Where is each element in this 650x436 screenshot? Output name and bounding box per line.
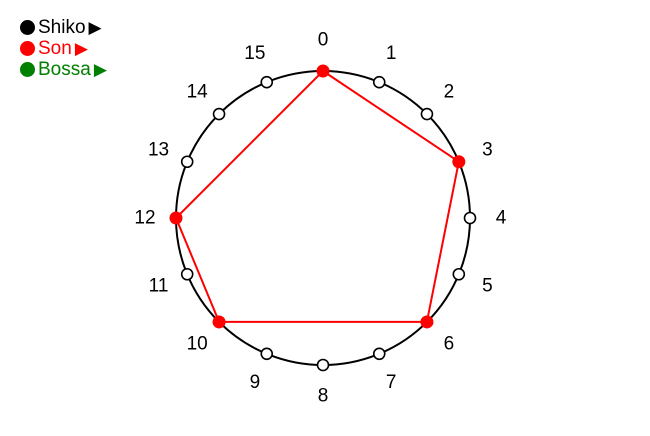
legend-label-shiko: Shiko — [38, 17, 86, 38]
son-rhythm-polygon — [174, 69, 460, 323]
step-marker-13[interactable] — [180, 155, 194, 169]
bossa-dot-icon — [20, 62, 35, 77]
step-label-10: 10 — [187, 333, 208, 354]
step-marker-9[interactable] — [260, 347, 274, 361]
onset-marker-3[interactable] — [452, 155, 466, 169]
shiko-play-icon[interactable]: ▶ — [88, 18, 102, 37]
rhythm-legend: Shiko ▶ Son ▶ Bossa ▶ — [20, 17, 107, 80]
son-dot-icon — [20, 41, 35, 56]
step-label-11: 11 — [149, 276, 169, 297]
step-label-6: 6 — [444, 333, 455, 354]
step-label-8: 8 — [318, 386, 329, 407]
legend-item-shiko[interactable]: Shiko ▶ — [20, 17, 107, 38]
step-label-0: 0 — [318, 30, 329, 51]
step-label-9: 9 — [250, 372, 261, 393]
shiko-dot-icon — [20, 20, 35, 35]
step-label-15: 15 — [244, 43, 265, 64]
legend-label-son: Son — [38, 38, 72, 59]
onset-marker-6[interactable] — [420, 315, 434, 329]
onset-marker-10[interactable] — [212, 315, 226, 329]
legend-item-son[interactable]: Son ▶ — [20, 38, 107, 59]
bossa-play-icon[interactable]: ▶ — [93, 60, 107, 79]
step-marker-1[interactable] — [372, 75, 386, 89]
step-marker-8[interactable] — [316, 358, 330, 372]
step-label-4: 4 — [496, 208, 507, 229]
step-marker-5[interactable] — [452, 267, 466, 281]
step-label-12: 12 — [134, 208, 155, 229]
step-marker-15[interactable] — [260, 75, 274, 89]
step-marker-2[interactable] — [420, 107, 434, 121]
onset-marker-0[interactable] — [316, 64, 330, 78]
step-marker-11[interactable] — [180, 267, 194, 281]
step-marker-14[interactable] — [212, 107, 226, 121]
step-label-5: 5 — [482, 276, 493, 297]
legend-item-bossa[interactable]: Bossa ▶ — [20, 59, 107, 80]
step-label-13: 13 — [148, 139, 169, 160]
step-label-3: 3 — [482, 139, 493, 160]
step-label-7: 7 — [386, 372, 397, 393]
step-marker-7[interactable] — [372, 347, 386, 361]
step-marker-4[interactable] — [463, 211, 477, 225]
step-label-1: 1 — [386, 43, 397, 64]
son-play-icon[interactable]: ▶ — [74, 39, 88, 58]
onset-marker-12[interactable] — [169, 211, 183, 225]
legend-label-bossa: Bossa — [38, 59, 91, 80]
step-label-2: 2 — [444, 82, 455, 103]
step-label-14: 14 — [187, 82, 209, 103]
